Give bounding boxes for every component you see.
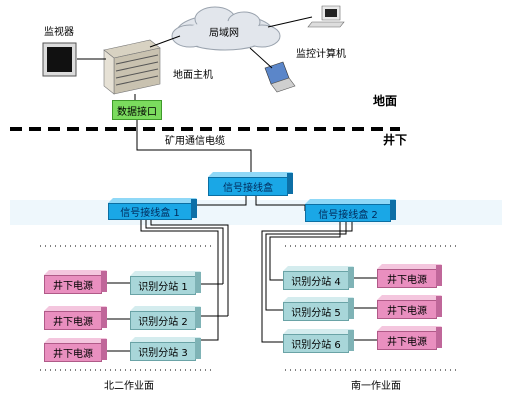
power-left-2-label: 井下电源	[53, 317, 93, 328]
power-right-1-label: 井下电源	[387, 275, 427, 286]
substation-1: 识别分站 1	[130, 276, 196, 295]
substation-2: 识别分站 2	[130, 311, 196, 330]
monitor-pc-desktop-icon	[307, 5, 345, 28]
substation-5-side	[348, 298, 354, 319]
substation-6-label: 识别分站 6	[291, 340, 341, 351]
junction-main-side	[287, 173, 293, 194]
monitor-pc-label: 监控计算机	[296, 49, 346, 60]
power-right-3-label: 井下电源	[387, 337, 427, 348]
power-left-2-side	[101, 307, 107, 328]
monitor-label: 监视器	[44, 27, 74, 38]
junction-main-box: 信号接线盒	[208, 177, 288, 196]
substation-2-side	[195, 307, 201, 328]
substation-4: 识别分站 4	[283, 271, 349, 290]
power-right-2: 井下电源	[377, 300, 437, 319]
substation-2-label: 识别分站 2	[138, 317, 188, 328]
surface-label: 地面	[373, 94, 398, 108]
substation-4-side	[348, 267, 354, 288]
power-right-3: 井下电源	[377, 331, 437, 350]
power-left-1-side	[101, 271, 107, 292]
power-right-3-side	[436, 327, 442, 348]
power-right-2-label: 井下电源	[387, 306, 427, 317]
substation-4-label: 识别分站 4	[291, 277, 341, 288]
host-label: 地面主机	[173, 70, 213, 81]
power-left-3-label: 井下电源	[53, 349, 93, 360]
substation-3-label: 识别分站 3	[138, 348, 188, 359]
substation-6: 识别分站 6	[283, 334, 349, 353]
power-left-3: 井下电源	[44, 343, 102, 362]
substation-1-label: 识别分站 1	[138, 282, 188, 293]
monitor-icon	[42, 42, 77, 77]
junction-2-label: 信号接线盒 2	[318, 209, 378, 221]
substation-6-side	[348, 330, 354, 351]
junction-1-box: 信号接线盒 1	[108, 203, 192, 220]
junction-1-label: 信号接线盒 1	[120, 208, 180, 219]
lan-cloud-icon	[171, 6, 281, 51]
power-right-2-side	[436, 296, 442, 317]
power-right-1: 井下电源	[377, 269, 437, 288]
substation-3: 识别分站 3	[130, 342, 196, 361]
junction-main-label: 信号接线盒	[223, 183, 273, 194]
substation-3-side	[195, 338, 201, 359]
lan-label: 局域网	[209, 28, 239, 39]
substation-5-label: 识别分站 5	[291, 308, 341, 319]
area-left-label: 北二作业面	[104, 381, 154, 392]
host-server-icon	[103, 39, 161, 95]
junction-2-box: 信号接线盒 2	[305, 204, 391, 222]
data-interface-label: 数据接口	[117, 106, 157, 118]
underground-label: 井下	[383, 133, 408, 147]
substation-1-side	[195, 272, 201, 293]
substation-5: 识别分站 5	[283, 302, 349, 321]
laptop-icon	[264, 61, 296, 93]
power-left-1: 井下电源	[44, 275, 102, 294]
power-left-3-side	[101, 339, 107, 360]
mine-cable-label: 矿用通信电缆	[165, 136, 225, 147]
data-interface-box: 数据接口	[112, 100, 162, 120]
area-right-label: 南一作业面	[351, 381, 401, 392]
junction-1-side	[191, 199, 197, 218]
power-right-1-side	[436, 265, 442, 286]
power-left-1-label: 井下电源	[53, 281, 93, 292]
junction-2-side	[390, 200, 396, 220]
power-left-2: 井下电源	[44, 311, 102, 330]
